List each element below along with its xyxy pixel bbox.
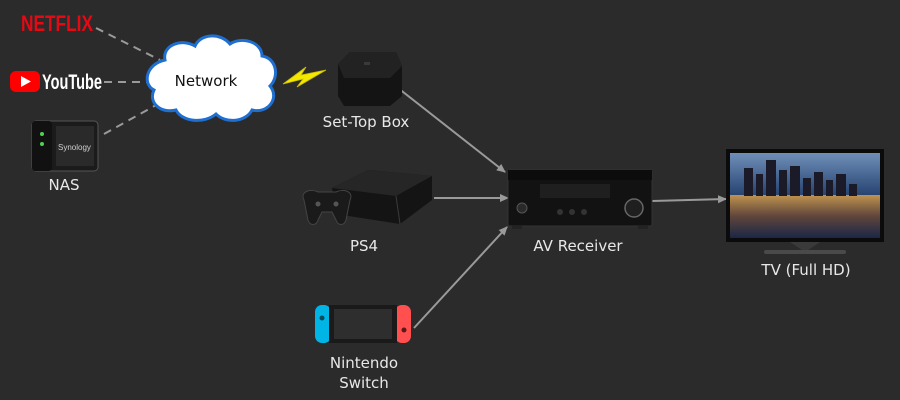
lightning-bolt-icon <box>282 66 327 88</box>
network-label: Network <box>175 72 238 90</box>
synology-logo: Synology <box>58 143 91 152</box>
network-cloud <box>145 34 278 122</box>
nintendo-switch-label-line2: Switch <box>339 374 389 392</box>
gamepad-icon <box>302 189 352 225</box>
nas-device-icon: Synology <box>31 120 99 172</box>
nintendo-switch-icon <box>315 305 411 343</box>
cloud-icon <box>145 34 278 122</box>
av-receiver-label: AV Receiver <box>533 237 623 255</box>
ps4-label: PS4 <box>350 237 378 255</box>
right-joycon <box>395 305 411 343</box>
television-icon <box>726 149 884 254</box>
nas-label: NAS <box>48 176 79 194</box>
ps4-console-icon <box>332 170 432 225</box>
nintendo-switch-label-line1: Nintendo <box>330 354 398 372</box>
set-top-box-icon <box>338 52 402 106</box>
settopbox-receiver-arrow <box>397 87 506 173</box>
av-receiver-icon <box>507 169 653 229</box>
network-links <box>95 27 161 135</box>
netflix-network-link <box>95 27 161 61</box>
youtube-wordmark: YouTube <box>42 71 102 94</box>
signal-arrows <box>397 87 727 329</box>
left-joycon <box>315 305 331 343</box>
switch-receiver-arrow <box>413 226 508 329</box>
youtube-logo: YouTube <box>10 71 102 94</box>
tv-label: TV (Full HD) <box>760 261 850 279</box>
receiver-tv-arrow <box>651 195 727 204</box>
nas-network-link <box>103 103 159 135</box>
netflix-logo: NETFLIX <box>21 11 93 36</box>
play-icon <box>21 76 31 87</box>
set-top-box-label: Set-Top Box <box>323 113 410 131</box>
